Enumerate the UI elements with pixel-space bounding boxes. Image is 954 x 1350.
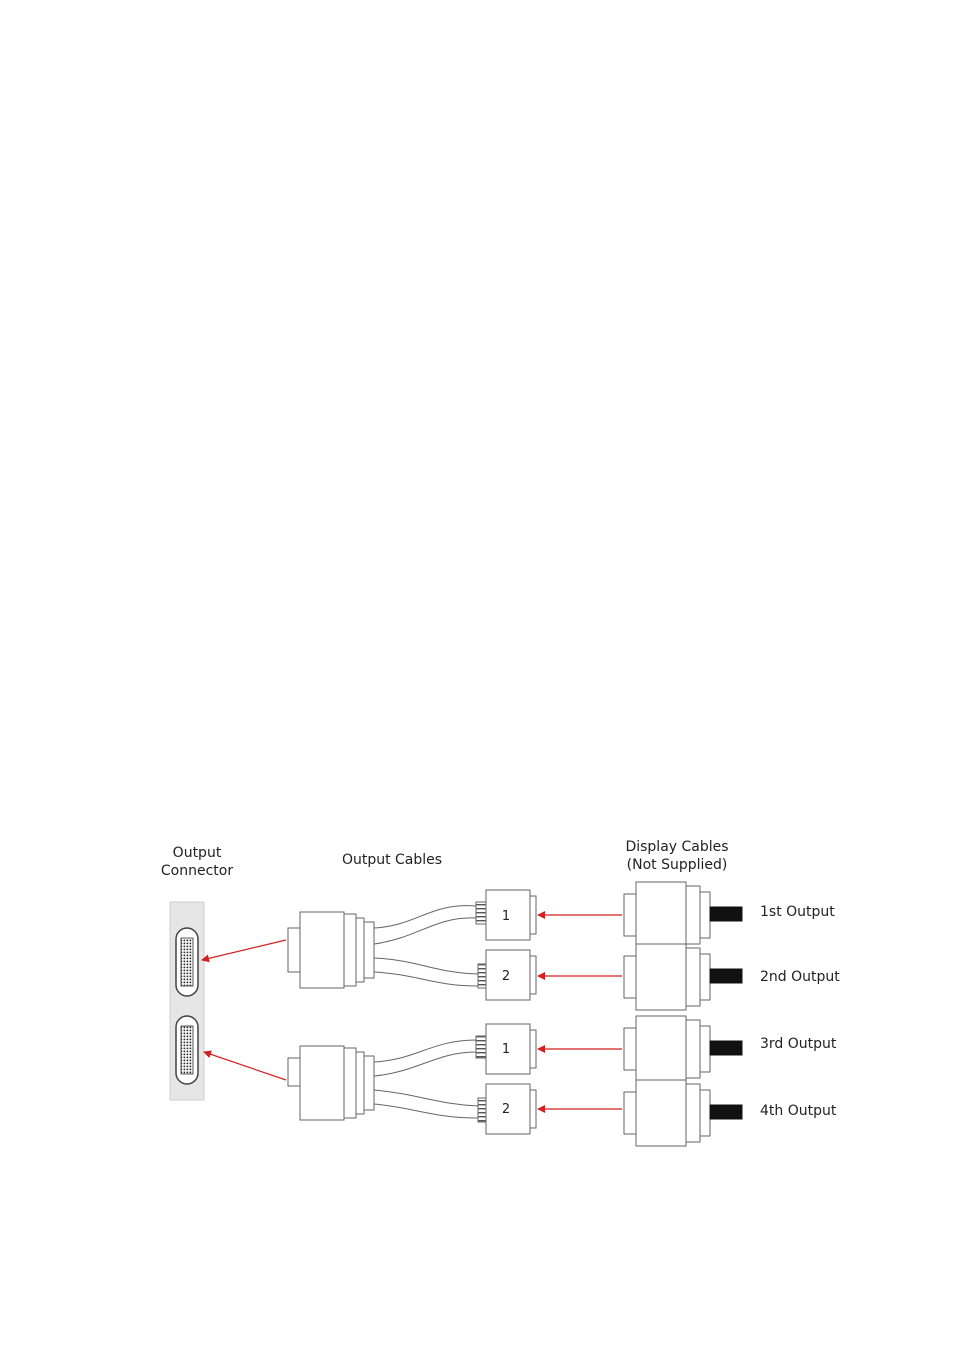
output-connector-port-bottom [175, 1015, 199, 1085]
splitter-port-label: 2 [502, 969, 510, 984]
splitter-cable-top [287, 901, 489, 989]
output-connector-heading: Output Connector [152, 844, 242, 880]
splitter-port-label: 1 [502, 1042, 510, 1057]
splitter-plug-a1 [485, 889, 537, 941]
output-label-1: 1st Output [760, 904, 835, 920]
output-connector-heading-line1: Output [172, 845, 222, 861]
display-cables-heading: Display Cables (Not Supplied) [612, 838, 742, 874]
output-label-3: 3rd Output [760, 1036, 837, 1052]
splitter-plug-b2 [485, 1083, 537, 1135]
splitter-plug-b1 [485, 1023, 537, 1075]
splitter-port-label: 2 [502, 1102, 510, 1117]
display-cable-plug-4 [623, 1079, 743, 1147]
display-cable-plug-2 [623, 943, 743, 1011]
splitter-port-label: 1 [502, 909, 510, 924]
output-cables-heading: Output Cables [341, 852, 443, 868]
display-cables-heading-line2: (Not Supplied) [626, 857, 728, 873]
display-cable-plug-3 [623, 1015, 743, 1083]
output-connector-port-top [175, 927, 199, 997]
output-label-2: 2nd Output [760, 969, 840, 985]
arrow-connector-top [201, 939, 287, 963]
display-cables-heading-line1: Display Cables [625, 839, 729, 855]
splitter-cable-bottom [287, 1035, 489, 1123]
output-connector-panel [169, 901, 205, 1101]
output-connector-heading-line2: Connector [160, 863, 234, 879]
splitter-plug-a2 [485, 949, 537, 1001]
arrow-connector-bottom [203, 1050, 287, 1081]
output-label-4: 4th Output [760, 1103, 837, 1119]
display-cable-plug-1 [623, 881, 743, 949]
